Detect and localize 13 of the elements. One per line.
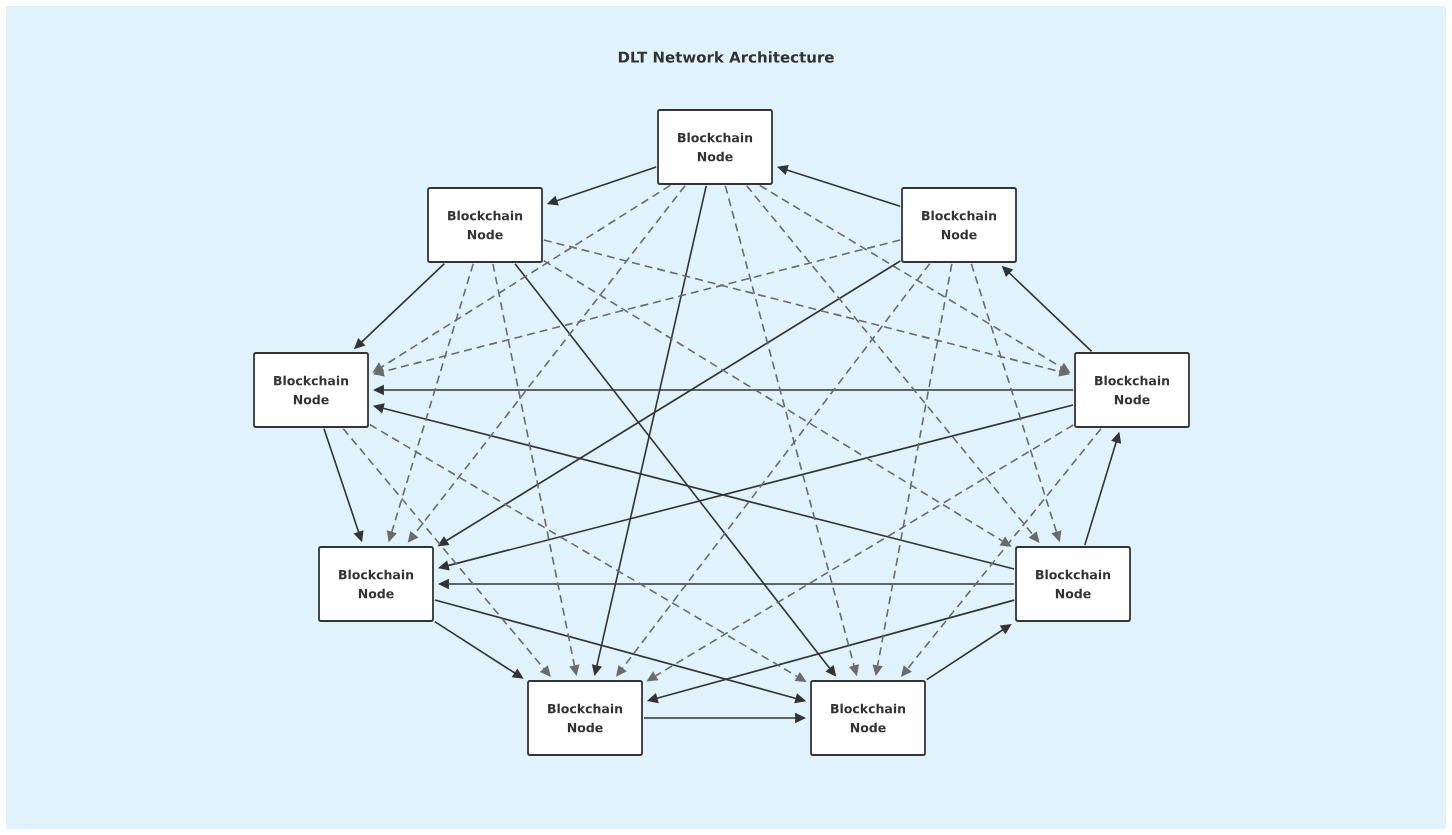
node-box: Blockchain Node [527, 680, 643, 756]
title: DLT Network Architecture [618, 51, 834, 63]
arrow [342, 427, 551, 677]
node-box: Blockchain Node [253, 352, 369, 428]
node-box: Blockchain Node [318, 546, 434, 622]
node-box: Blockchain Node [657, 109, 773, 185]
node-box: Blockchain Node [810, 680, 926, 756]
node-box: Blockchain Node [1015, 546, 1131, 622]
node-box: Blockchain Node [427, 187, 543, 263]
node-box: Blockchain Node [1074, 352, 1190, 428]
arrow [745, 184, 1040, 543]
arrow [616, 262, 931, 677]
node-box: Blockchain Node [901, 187, 1017, 263]
